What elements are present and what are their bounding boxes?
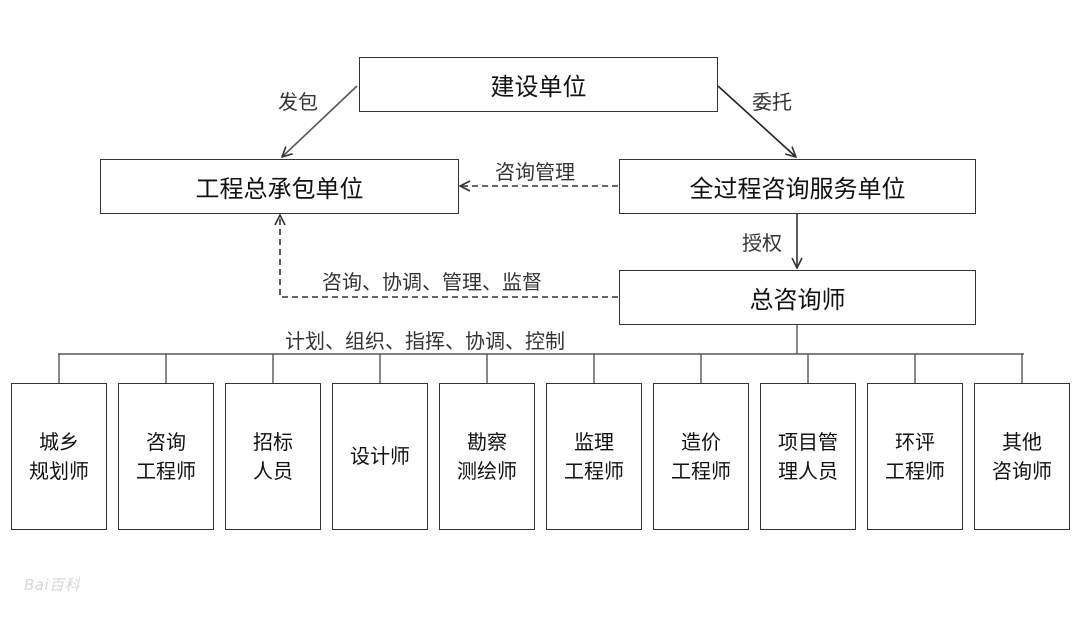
staff-line2: 理人员 (778, 458, 838, 483)
staff-line1: 其他 (1002, 429, 1042, 454)
edge-label-consult-coordinate: 咨询、协调、管理、监督 (322, 270, 542, 294)
staff-box-urban-planner: 城乡规划师 (11, 383, 107, 530)
staff-line1: 项目管 (778, 429, 838, 454)
arrow-consult-coordinate (280, 215, 618, 298)
arrow-subcontract (282, 85, 358, 157)
edge-label-plan-organize: 计划、组织、指挥、协调、控制 (285, 329, 565, 353)
edge-label-entrust: 委托 (752, 90, 792, 114)
chief-consultant-box: 总咨询师 (619, 270, 976, 325)
consulting-unit-box: 全过程咨询服务单位 (619, 159, 976, 214)
staff-line2: 工程师 (671, 458, 731, 483)
staff-box-other-consultant: 其他咨询师 (974, 383, 1070, 530)
staff-line2: 人员 (253, 458, 293, 483)
staff-box-project-manager: 项目管理人员 (760, 383, 856, 530)
staff-box-cost-engineer: 造价工程师 (653, 383, 749, 530)
staff-box-designer: 设计师 (332, 383, 428, 530)
staff-line1: 环评 (895, 429, 935, 454)
general-contractor-label: 工程总承包单位 (195, 175, 364, 203)
edge-label-consult-manage: 咨询管理 (495, 160, 575, 184)
staff-line1: 监理 (574, 429, 614, 454)
staff-line1: 造价 (681, 429, 721, 454)
staff-line1: 城乡 (39, 429, 79, 454)
owner-box: 建设单位 (359, 57, 718, 112)
staff-box-bidding-staff: 招标人员 (225, 383, 321, 530)
staff-box-surveyor: 勘察测绘师 (439, 383, 535, 530)
consulting-unit-label: 全过程咨询服务单位 (689, 175, 906, 203)
staff-line2: 工程师 (136, 458, 196, 483)
chief-consultant-label: 总咨询师 (749, 286, 846, 314)
tree-drops (58, 354, 1023, 383)
staff-line1: 勘察 (467, 429, 507, 454)
staff-line2: 工程师 (885, 458, 945, 483)
staff-line1: 招标 (253, 429, 293, 454)
staff-line1: 设计师 (350, 444, 410, 468)
staff-line2: 工程师 (564, 458, 624, 483)
staff-line1: 咨询 (146, 429, 186, 454)
arrow-entrust (717, 85, 796, 157)
staff-box-supervision-engineer: 监理工程师 (546, 383, 642, 530)
watermark: Bai百科 (24, 576, 81, 594)
edge-label-subcontract: 发包 (278, 90, 318, 114)
staff-box-consulting-engineer: 咨询工程师 (118, 383, 214, 530)
staff-box-eia-engineer: 环评工程师 (867, 383, 963, 530)
owner-label: 建设单位 (490, 73, 587, 101)
staff-line2: 规划师 (29, 458, 89, 483)
staff-line2: 测绘师 (457, 458, 517, 483)
general-contractor-box: 工程总承包单位 (100, 159, 459, 214)
edge-label-authorize: 授权 (742, 231, 782, 255)
staff-line2: 咨询师 (992, 458, 1052, 483)
